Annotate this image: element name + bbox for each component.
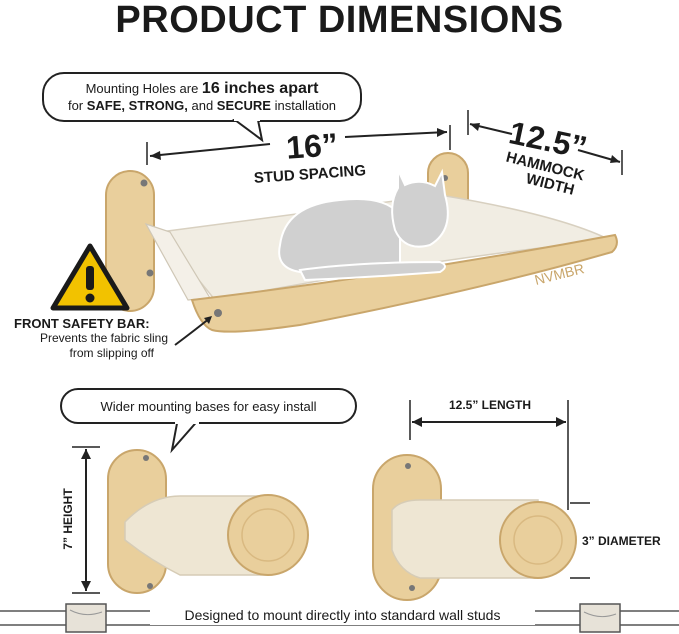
callout-line2-suffix: installation bbox=[270, 98, 337, 113]
callout-line1-prefix: Mounting Holes are bbox=[85, 81, 202, 96]
screw-icon bbox=[147, 583, 153, 589]
mounting-bases-text: Wider mounting bases for easy install bbox=[100, 399, 317, 414]
stud-spacing-value: 16” bbox=[285, 126, 339, 166]
safety-line2: from slipping off bbox=[69, 346, 155, 360]
page-title: PRODUCT DIMENSIONS bbox=[115, 0, 564, 41]
callout-line1-bold: 16 inches apart bbox=[201, 80, 319, 97]
length-dimension bbox=[409, 400, 569, 510]
hammock-width-dimension bbox=[467, 110, 623, 175]
screw-icon bbox=[143, 455, 149, 461]
mounting-bases-callout: Wider mounting bases for easy install bbox=[60, 388, 357, 424]
safety-note: FRONT SAFETY BAR: Prevents the fabric sl… bbox=[14, 316, 184, 361]
left-wall-plate bbox=[105, 170, 155, 312]
diameter-label: 3” DIAMETER bbox=[582, 534, 661, 548]
callout-tail bbox=[231, 119, 264, 143]
screw-icon bbox=[146, 269, 154, 277]
warning-icon bbox=[50, 243, 130, 311]
callout-line2-prefix: for bbox=[67, 98, 87, 113]
screw-icon bbox=[409, 585, 415, 591]
callout-line2-mid: and bbox=[187, 98, 217, 113]
stud-spacing-dimension bbox=[146, 125, 451, 165]
height-label: 7” HEIGHT bbox=[61, 488, 75, 550]
screw-icon bbox=[214, 309, 222, 317]
height-dimension bbox=[72, 446, 100, 594]
length-label: 12.5” LENGTH bbox=[430, 398, 550, 412]
mounting-holes-callout: Mounting Holes are 16 inches apart for S… bbox=[42, 72, 362, 122]
safety-heading: FRONT SAFETY BAR: bbox=[14, 316, 150, 331]
callout-line2-bold1: SAFE, STRONG, bbox=[86, 98, 188, 113]
callout-line2-bold2: SECURE bbox=[216, 98, 271, 113]
screw-icon bbox=[405, 463, 411, 469]
screw-icon bbox=[140, 179, 148, 187]
safety-line1: Prevents the fabric sling bbox=[39, 331, 168, 345]
cat-silhouette bbox=[278, 168, 449, 282]
right-post-cap bbox=[499, 501, 577, 579]
footer-text: Designed to mount directly into standard… bbox=[150, 605, 535, 625]
left-post-cap bbox=[227, 494, 309, 576]
